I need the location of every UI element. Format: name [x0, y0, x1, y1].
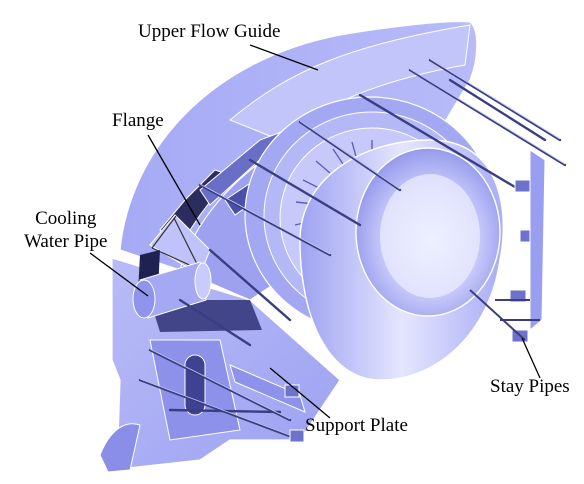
stay-pipe-highlights — [139, 58, 566, 440]
lower-flow-guide-cone — [299, 139, 504, 381]
leader-lines — [89, 44, 541, 419]
label-cooling-line2: Water Pipe — [24, 231, 108, 252]
label-cooling-water-pipe: Cooling Water Pipe — [24, 207, 107, 253]
label-cooling-line1: Cooling — [35, 208, 97, 229]
label-stay-pipes: Stay Pipes — [490, 376, 570, 397]
support-plate — [229, 364, 306, 443]
stay-pipe-brackets — [469, 149, 546, 343]
label-upper-flow-guide: Upper Flow Guide — [138, 21, 281, 42]
stay-pipes — [138, 58, 567, 442]
label-support-plate: Support Plate — [305, 415, 408, 436]
label-flange: Flange — [112, 110, 164, 131]
